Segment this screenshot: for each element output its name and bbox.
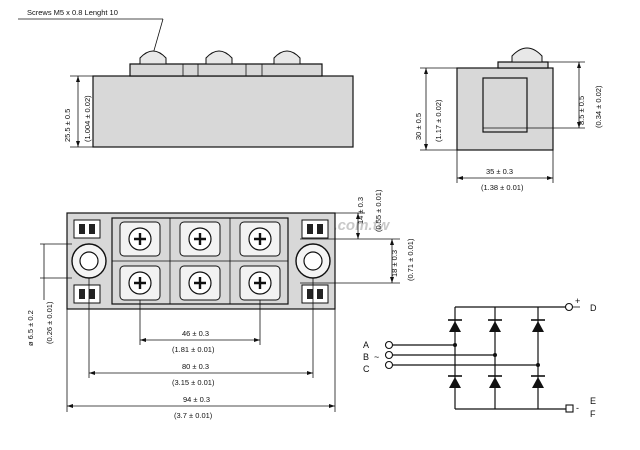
span3-in: (3.7 ± 0.01) — [174, 411, 213, 420]
module-top-ridge — [129, 63, 323, 77]
screws-leader — [152, 18, 164, 55]
hole-diameter-mm: ø 6.5 ± 0.2 — [26, 310, 35, 346]
span1-in: (1.81 ± 0.01) — [172, 345, 215, 354]
corner-tab-bottom-left — [73, 284, 101, 304]
bridge-schematic: A B ~ C + D - E F — [363, 296, 597, 419]
offset-mm: 14 ± 0.3 — [356, 197, 365, 224]
terminal-d — [564, 302, 574, 312]
mounting-hole-right — [295, 243, 331, 279]
diode-lower-2 — [488, 375, 502, 388]
diode-upper-2 — [488, 319, 502, 332]
label-b: B — [363, 352, 369, 362]
end-height-mm: 30 ± 0.5 — [414, 113, 423, 140]
mounting-hole-left — [71, 243, 107, 279]
end-body — [456, 67, 554, 151]
span1-mm: 46 ± 0.3 — [182, 329, 209, 338]
label-plus: + — [575, 296, 580, 306]
corner-tab-bottom-right — [301, 284, 329, 304]
end-terminal-in: (0.34 ± 0.02) — [594, 85, 603, 128]
diode-lower-3 — [531, 375, 545, 388]
end-view: 30 ± 0.5 (1.17 ± 0.02) 8.5 ± 0.5 (0.34 ±… — [414, 47, 603, 192]
terminal-screw-bottom-2 — [179, 265, 221, 301]
pitch-mm: 18 ± 0.3 — [390, 250, 399, 277]
screws-note: Screws M5 x 0.8 Lenght 10 — [27, 8, 118, 17]
span2-mm: 80 ± 0.3 — [182, 362, 209, 371]
terminal-screw-top-3 — [239, 221, 281, 257]
terminal-screw-top-2 — [179, 221, 221, 257]
end-width-in: (1.38 ± 0.01) — [481, 183, 524, 192]
terminal-screw-bottom-3 — [239, 265, 281, 301]
screw-head-3 — [272, 50, 302, 65]
diode-lower-1 — [448, 375, 462, 388]
label-d: D — [590, 303, 597, 313]
side-height-in: (1.004 ± 0.02) — [83, 95, 92, 142]
side-view: Screws M5 x 0.8 Lenght 10 25.5 ± — [18, 8, 354, 148]
end-screw-head — [511, 47, 543, 63]
terminal-c — [384, 360, 394, 370]
corner-tab-top-left — [73, 219, 101, 239]
terminal-screw-top-1 — [119, 221, 161, 257]
top-view: 14 ± 0.3 (0.55 ± 0.01) 18 ± 0.3 (0.71 ± … — [26, 189, 415, 420]
label-e: E — [590, 396, 596, 406]
hole-diameter-in: (0.26 ± 0.01) — [45, 301, 54, 344]
end-terminal-window — [482, 77, 528, 133]
terminal-screw-bottom-1 — [119, 265, 161, 301]
pitch-in: (0.71 ± 0.01) — [406, 238, 415, 281]
label-a: A — [363, 340, 369, 350]
end-width-mm: 35 ± 0.3 — [486, 167, 513, 176]
terminal-ef — [565, 404, 574, 413]
terminal-b — [384, 350, 394, 360]
span3-mm: 94 ± 0.3 — [183, 395, 210, 404]
diode-upper-1 — [448, 319, 462, 332]
diode-upper-3 — [531, 319, 545, 332]
corner-tab-top-right — [301, 219, 329, 239]
label-c: C — [363, 364, 370, 374]
span2-in: (3.15 ± 0.01) — [172, 378, 215, 387]
end-height-in: (1.17 ± 0.02) — [434, 99, 443, 142]
end-terminal-mm: 8.5 ± 0.5 — [577, 96, 586, 125]
module-body — [92, 75, 354, 148]
label-minus: - — [576, 403, 579, 413]
screw-head-1 — [138, 50, 168, 65]
terminal-a — [384, 340, 394, 350]
label-f: F — [590, 409, 596, 419]
label-tilde: ~ — [374, 352, 379, 362]
offset-in: (0.55 ± 0.01) — [374, 189, 383, 232]
side-height-mm: 25.5 ± 0.5 — [63, 109, 72, 142]
screw-head-2 — [204, 50, 234, 65]
